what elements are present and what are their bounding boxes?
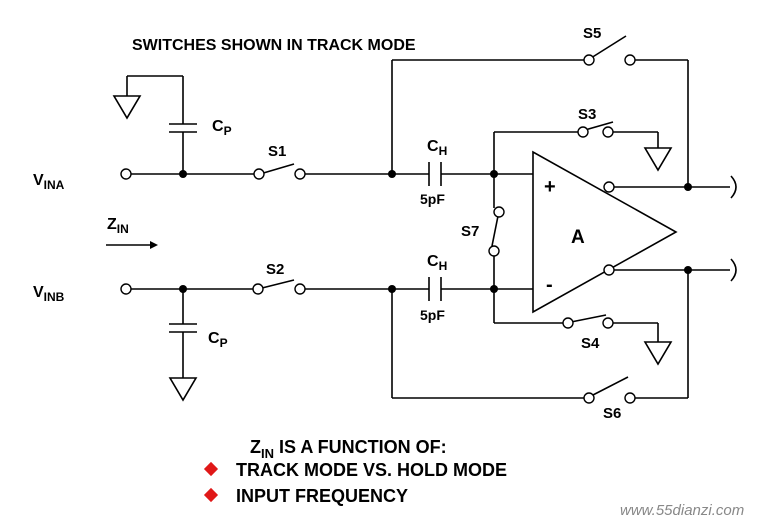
arrow-right-icon [150, 241, 158, 249]
zin-label: ZIN [107, 216, 129, 236]
amp-minus-sign: - [546, 274, 553, 296]
junction-dots [179, 170, 692, 293]
amp-label: A [571, 227, 585, 248]
bullet-diamond-icon [203, 487, 219, 503]
output-break-icon [730, 258, 737, 282]
switch-s5-label: S5 [583, 25, 601, 42]
switch-s6-label: S6 [603, 405, 621, 422]
notes: ZIN IS A FUNCTION OF: TRACK MODE VS. HOL… [203, 437, 507, 506]
switch-contacts [120, 54, 636, 404]
output-break-icon [730, 175, 737, 199]
note-item-1: TRACK MODE VS. HOLD MODE [236, 460, 507, 480]
notes-heading: ZIN IS A FUNCTION OF: [250, 437, 447, 461]
zin-arrow: ZIN [106, 216, 158, 249]
note-item-2: INPUT FREQUENCY [236, 486, 408, 506]
top-input-path: VINA CP S1 CH 5pF S5 [33, 25, 689, 207]
switch-s1-label: S1 [268, 143, 286, 160]
diagram-title: SWITCHES SHOWN IN TRACK MODE [132, 37, 416, 54]
ch-bottom-value: 5pF [420, 307, 445, 323]
switch-s7-label: S7 [461, 223, 479, 240]
amplifier: + - A [532, 150, 737, 314]
switch-s2-label: S2 [266, 261, 284, 278]
cp-bottom-label: CP [208, 330, 228, 350]
switch-s3-label: S3 [578, 106, 596, 123]
ground-icon [112, 95, 142, 120]
vinb-label: VINB [33, 284, 65, 304]
vina-label: VINA [33, 172, 65, 192]
watermark: www.55dianzi.com [620, 502, 744, 519]
switch-s4-label: S4 [581, 335, 600, 352]
ch-bottom-label: CH [427, 253, 447, 273]
switch-s7: S7 [461, 174, 499, 289]
ground-icon [643, 341, 673, 366]
ch-top-value: 5pF [420, 191, 445, 207]
ch-top-label: CH [427, 138, 447, 158]
bullet-diamond-icon [203, 461, 219, 477]
cp-top-label: CP [212, 118, 232, 138]
ground-icon [643, 147, 673, 172]
amp-plus-sign: + [544, 176, 556, 198]
ground-icon [168, 377, 198, 402]
bottom-input-path: VINB CP S2 CH 5pF S6 S4 [33, 253, 689, 422]
